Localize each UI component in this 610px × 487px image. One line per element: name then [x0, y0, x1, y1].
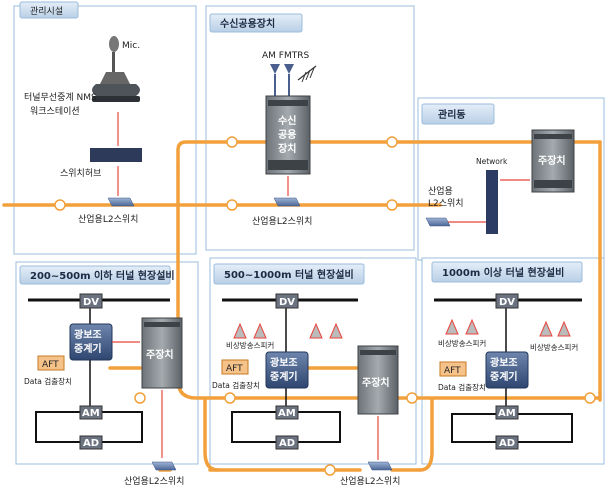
speaker-icon [233, 322, 343, 339]
speaker-icon [445, 318, 571, 337]
microphone-icon [100, 36, 130, 84]
data-collector-mid-label: Data 검출장치 [212, 380, 260, 390]
repeater-short-label-2: 중계기 [74, 342, 102, 355]
aft-short-label: AFT [42, 360, 59, 370]
main-unit-mid-label: 주장치 [362, 376, 390, 389]
ad-box-long [495, 435, 519, 450]
zone-control-room: 관리시설 [13, 1, 197, 255]
speaker-mid-label: 비상방송스피커 [226, 340, 274, 350]
fiber-backbone [2, 140, 602, 472]
repeater-long-label-2: 중계기 [490, 370, 518, 383]
dv-label-short: DV [83, 297, 99, 308]
aft-mid-label: AFT [226, 364, 243, 374]
receiver-unit-label-3: 장치 [278, 142, 296, 155]
nms-workstation-icon [92, 84, 140, 102]
l2-switch-short-icon [151, 461, 177, 471]
main-unit-admin-icon [531, 129, 575, 193]
am-box-long [495, 405, 519, 420]
repeater-mid [265, 351, 309, 389]
dv-box-short [79, 293, 103, 309]
dv-label-mid: DV [279, 297, 295, 308]
l2-switch-receiver-icon [273, 197, 301, 207]
am-label-mid: AM [278, 408, 296, 419]
red-links-admin [448, 179, 530, 223]
l2-switch-control-icon [107, 197, 135, 207]
am-box-mid [275, 405, 299, 420]
l2-switch-admin-label-2: L2스위치 [428, 197, 464, 209]
am-label-short: AM [82, 408, 100, 419]
l2-switch-receiver-label: 산업용L2스위치 [252, 215, 312, 227]
receiver-unit-label-1: 수신 [278, 114, 296, 127]
mic-label: Mic. [122, 41, 140, 51]
zone-admin-title: 관리동 [438, 108, 466, 121]
fiber-nodes [54, 136, 596, 476]
speaker-long-label-a: 비상방송스피커 [438, 338, 486, 348]
ad-label-mid: AD [279, 438, 295, 449]
receiver-unit-icon [265, 95, 311, 175]
switch-hub-label: 스위치허브 [60, 167, 101, 179]
ad-label-short: AD [83, 438, 99, 449]
zone-control-room-title: 관리시설 [30, 6, 63, 17]
main-unit-short-label: 주장치 [146, 348, 174, 361]
dv-box-mid [275, 293, 299, 309]
repeater-long-label-1: 광보조 [490, 357, 518, 369]
red-links-short [112, 341, 163, 458]
ad-box-mid [275, 435, 299, 450]
am-label-long: AM [498, 408, 516, 419]
zone-tunnel-mid-title: 500~1000m 터널 현장설비 [224, 268, 354, 281]
am-box-short [79, 405, 103, 420]
bottom-switch-label-1: 산업용L2스위치 [124, 475, 184, 487]
l2-switch-mid-icon [367, 461, 393, 471]
zone-tunnel-short-title: 200~500m 이하 터널 현장설비 [30, 269, 175, 282]
network-label: Network [476, 157, 508, 166]
speaker-long-label-b: 비상방송스피커 [530, 342, 578, 352]
antenna-icon [270, 64, 317, 98]
ad-box-short [79, 435, 103, 450]
main-unit-admin-label: 주장치 [538, 154, 566, 167]
network-bar-icon [486, 170, 498, 234]
repeater-short-label-1: 광보조 [74, 329, 102, 341]
zone-tunnel-long-title: 1000m 이상 터널 현장설비 [442, 266, 564, 279]
nms-label-2: 워크스테이션 [30, 106, 80, 117]
l2-switch-control-label: 산업용L2스위치 [78, 213, 138, 225]
repeater-long [485, 351, 529, 389]
bottom-switch-label-2: 산업용L2스위치 [340, 475, 400, 487]
receiver-unit-label-2: 공용 [278, 129, 296, 141]
zone-admin-building: 관리동 [417, 97, 605, 261]
main-unit-short-icon [141, 317, 183, 389]
antenna-label: AM FMTRS [262, 51, 309, 61]
zone-receiver-title: 수신공용장치 [220, 17, 275, 30]
switch-hub-icon [90, 148, 142, 162]
aft-short [37, 355, 65, 371]
dv-label-long: DV [499, 297, 515, 308]
l2-switch-admin-label-1: 산업용 [428, 186, 453, 197]
ad-label-long: AD [499, 438, 515, 449]
aft-long [439, 361, 467, 377]
main-unit-mid-icon [357, 345, 399, 415]
aft-mid [221, 359, 249, 375]
l2-switch-admin-icon [425, 217, 451, 227]
repeater-mid-label-2: 중계기 [270, 370, 298, 383]
data-collector-short-label: Data 검출장치 [24, 376, 72, 386]
repeater-mid-label-1: 광보조 [270, 357, 298, 369]
aft-long-label: AFT [444, 366, 461, 376]
data-collector-long-label: Data 검출장치 [438, 382, 486, 392]
nms-label-1: 터널무선중계 NMS [24, 91, 97, 103]
dv-box-long [495, 293, 519, 309]
